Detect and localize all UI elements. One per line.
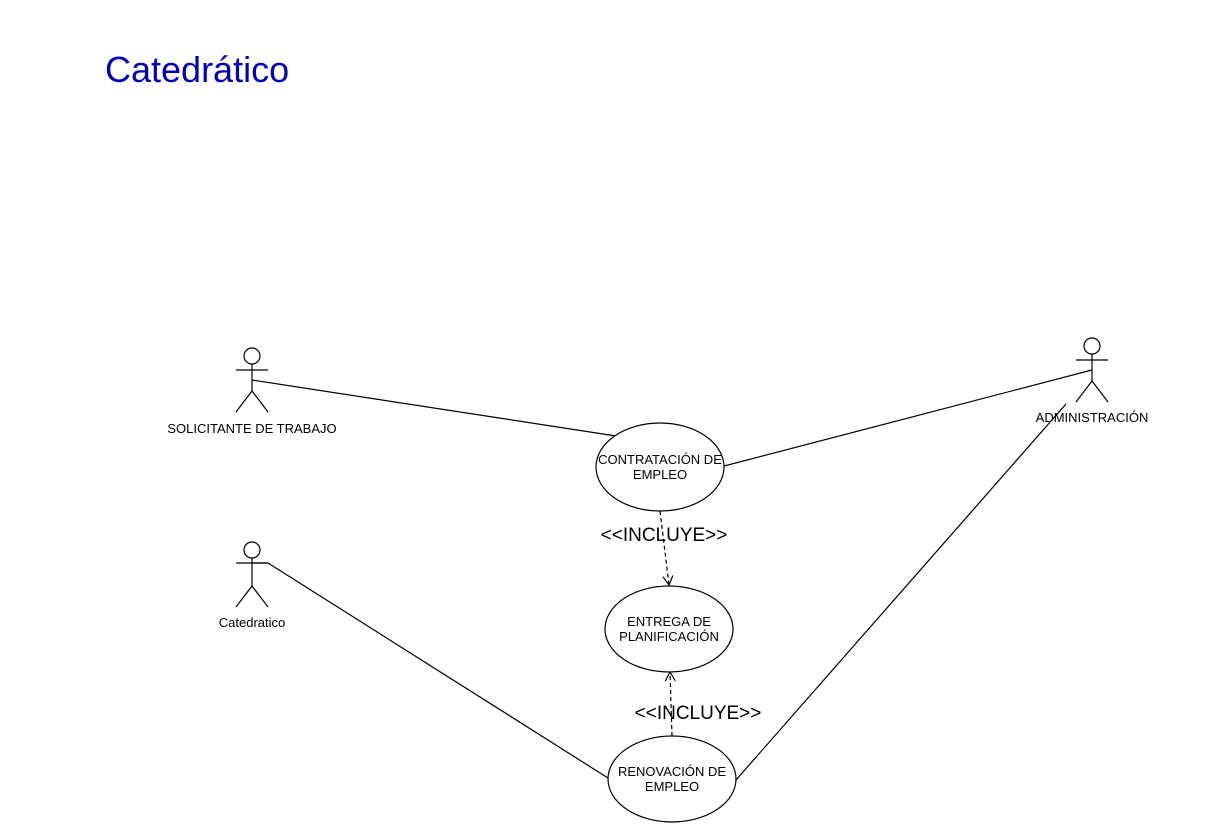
actor-catedratico-label: Catedratico xyxy=(219,615,285,630)
use-case-contratacion[interactable]: CONTRATACIÓN DE EMPLEO xyxy=(595,422,725,512)
include-arrow-contratacion-entrega xyxy=(659,510,674,587)
use-case-entrega-line1: ENTREGA DE xyxy=(627,614,711,629)
actor-solicitante[interactable]: SOLICITANTE DE TRABAJO xyxy=(167,347,337,436)
page-title: Catedrático xyxy=(105,49,290,90)
actor-administracion-label: ADMINISTRACIÓN xyxy=(1036,410,1149,425)
association-solicitante-contratacion xyxy=(251,379,617,437)
include-arrow-renovacion-entrega xyxy=(664,670,676,737)
association-administracion-contratacion xyxy=(723,369,1093,467)
use-case-contratacion-line2: EMPLEO xyxy=(633,467,687,482)
association-catedratico-renovacion-diagonal xyxy=(267,562,609,779)
use-case-entrega[interactable]: ENTREGA DE PLANIFICACIÓN xyxy=(604,585,734,673)
association-administracion-renovacion xyxy=(735,403,1067,781)
use-case-entrega-line2: PLANIFICACIÓN xyxy=(619,629,719,644)
actor-solicitante-label: SOLICITANTE DE TRABAJO xyxy=(167,421,336,436)
actor-catedratico[interactable]: Catedratico xyxy=(219,541,285,630)
include-label-top: <<INCLUYE>> xyxy=(601,525,728,546)
use-case-renovacion[interactable]: RENOVACIÓN DE EMPLEO xyxy=(607,735,737,823)
use-case-renovacion-line1: RENOVACIÓN DE xyxy=(618,764,726,779)
include-label-bottom: <<INCLUYE>> xyxy=(635,703,762,724)
use-case-renovacion-line2: EMPLEO xyxy=(645,779,699,794)
actor-administracion[interactable]: ADMINISTRACIÓN xyxy=(1036,337,1149,425)
use-case-contratacion-line1: CONTRATACIÓN DE xyxy=(598,452,722,467)
